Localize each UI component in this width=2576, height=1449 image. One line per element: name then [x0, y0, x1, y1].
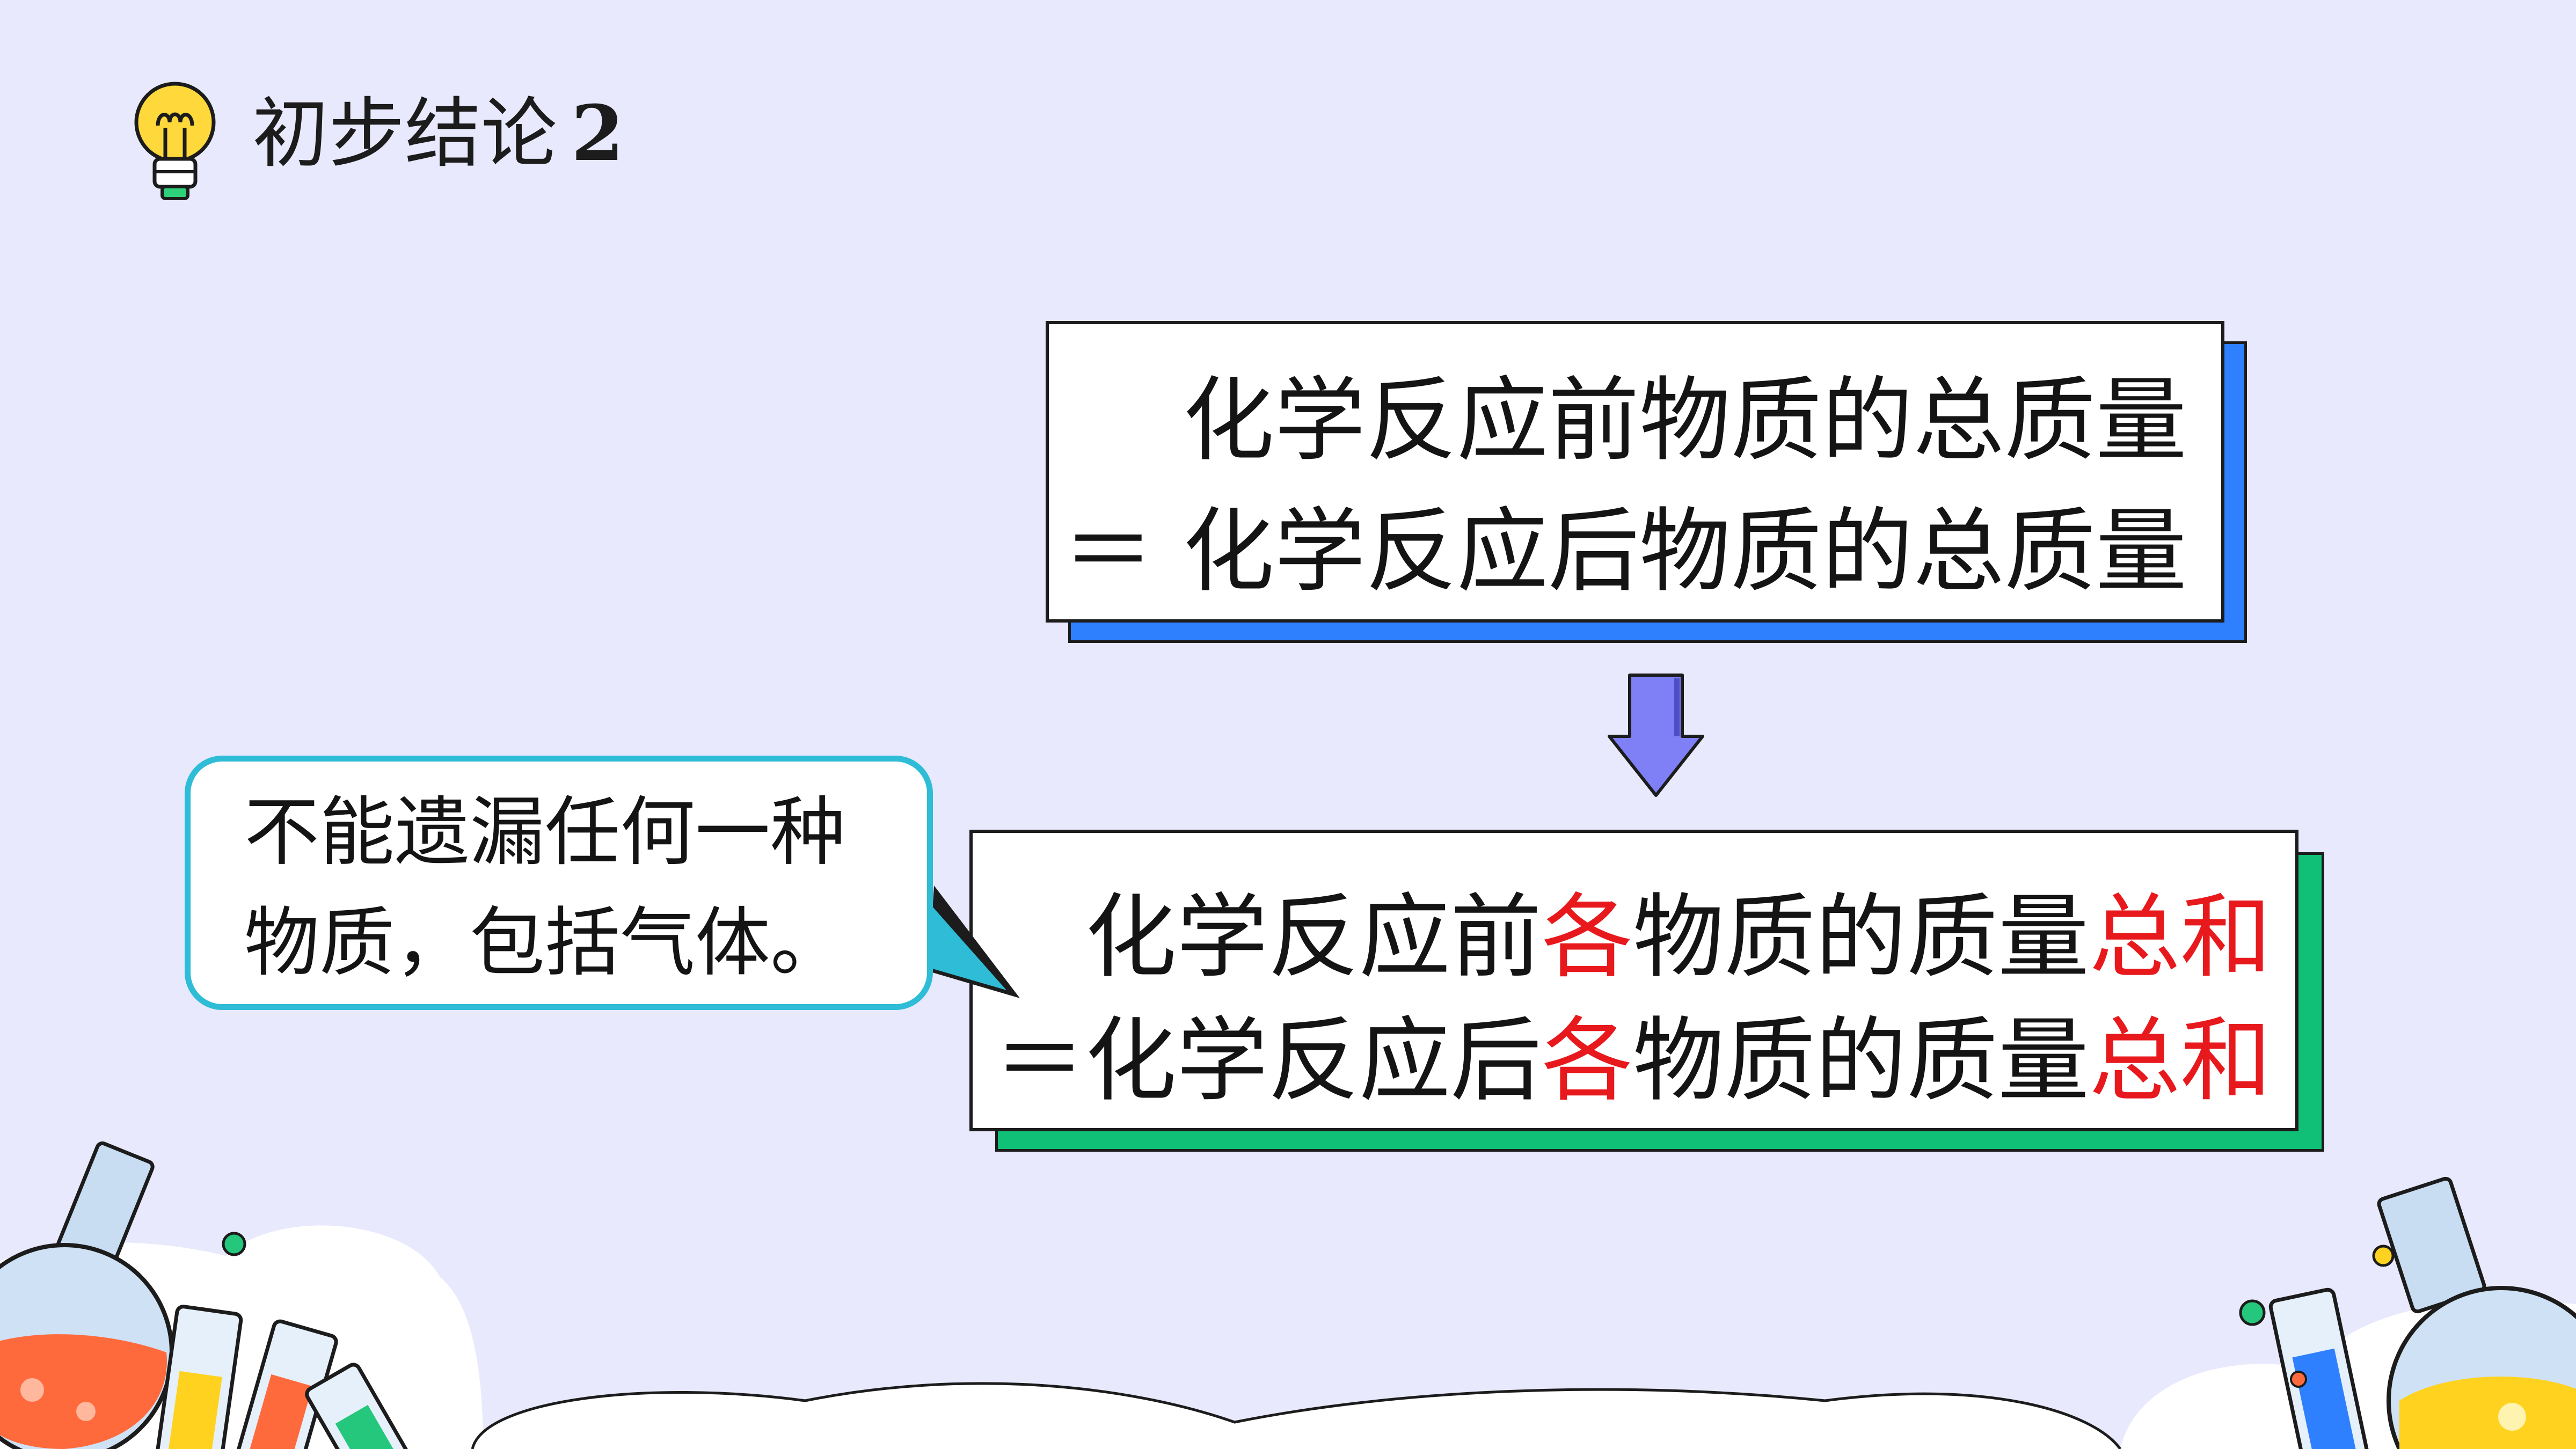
total-mass-line-1: 化学反应前物质的总质量 — [1183, 368, 2187, 474]
sum-mass-line-2: ＝化学反应后各物质的质量总和 — [973, 999, 2272, 1123]
test-tube-icon — [2268, 1287, 2369, 1449]
sum-line2-part-c: 物质的质量 — [1632, 1008, 2089, 1114]
title-number: 2 — [571, 89, 624, 178]
sum-line1-part-a: 化学反应前 — [1085, 884, 1542, 991]
total-mass-line-2: ＝ 化学反应后物质的总质量 — [1062, 499, 2187, 605]
bubble-tail — [923, 885, 1020, 998]
sum-line2-highlight-each: 各 — [1541, 1008, 1633, 1114]
down-arrow-icon — [1608, 674, 1704, 797]
bubble-line-1: 不能遗漏任何一种 — [244, 789, 846, 876]
flask-icon — [0, 1141, 174, 1449]
sum-line2-part-a: ＝化学反应后 — [994, 1008, 1542, 1114]
test-tube-icon — [154, 1305, 420, 1449]
sum-line2-highlight-total: 总和 — [2089, 1008, 2272, 1114]
bubble-line-2: 物质，包括气体。 — [244, 899, 846, 987]
speech-bubble: 不能遗漏任何一种 物质，包括气体。 — [185, 756, 933, 1010]
lab-decoration — [0, 1141, 2576, 1449]
sum-mass-line-1: 化学反应前各物质的质量总和 — [973, 876, 2272, 999]
sum-line1-highlight-total: 总和 — [2089, 884, 2272, 991]
total-mass-box: 化学反应前物质的总质量 ＝ 化学反应后物质的总质量 — [1046, 321, 2224, 623]
sum-line1-part-c: 物质的质量 — [1632, 884, 2089, 991]
sum-line1-highlight-each: 各 — [1541, 884, 1633, 991]
sum-mass-box: 化学反应前各物质的质量总和 ＝化学反应后各物质的质量总和 — [969, 830, 2298, 1131]
title-text: 初步结论 — [252, 90, 557, 178]
lightbulb-icon — [134, 82, 216, 200]
flask-icon — [2377, 1176, 2576, 1449]
